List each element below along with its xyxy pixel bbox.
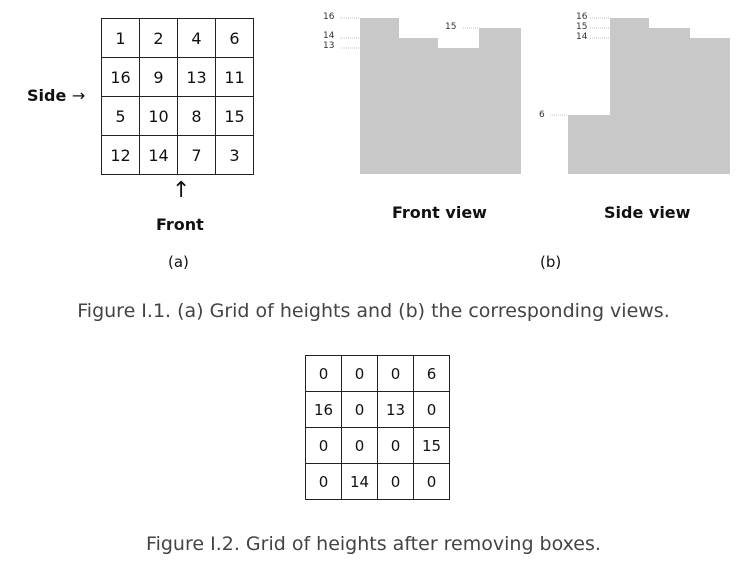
grid-cell: 0	[341, 355, 378, 392]
grid-cell: 13	[177, 57, 216, 97]
side-tick-label: 15	[576, 22, 588, 32]
panel-a-label: (a)	[168, 253, 189, 271]
grid-cell: 0	[305, 427, 342, 464]
grid-cell: 12	[101, 135, 140, 175]
front-view-title: Front view	[392, 203, 487, 222]
grid-cell: 7	[177, 135, 216, 175]
side-view-title: Side view	[604, 203, 691, 222]
grid-cell: 6	[215, 18, 254, 58]
grid-cell: 15	[413, 427, 450, 464]
grid-cell: 2	[139, 18, 178, 58]
grid-cell: 14	[139, 135, 178, 175]
grid-cell: 3	[215, 135, 254, 175]
front-tick-label: 16	[323, 12, 335, 22]
front-tick-label: 15	[445, 22, 457, 32]
grid-cell: 13	[377, 391, 414, 428]
side-tick-label: 14	[576, 32, 588, 42]
figure-2-caption: Figure I.2. Grid of heights after removi…	[146, 533, 601, 555]
figure-1-caption: Figure I.1. (a) Grid of heights and (b) …	[77, 300, 670, 322]
side-label: Side →	[27, 86, 86, 105]
front-label: Front	[156, 215, 204, 234]
front-view-shape	[360, 18, 521, 174]
grid-cell: 0	[305, 355, 342, 392]
front-tick-label: 14	[323, 31, 335, 41]
grid-cell: 0	[413, 391, 450, 428]
grid-cell: 4	[177, 18, 216, 58]
front-view-silhouette	[340, 17, 521, 174]
right-arrow-icon: →	[71, 86, 86, 105]
side-tick-label: 6	[539, 110, 545, 120]
panel-b-label: (b)	[540, 253, 562, 271]
grid-cell: 14	[341, 463, 378, 500]
grid-cell: 5	[101, 96, 140, 136]
grid-cell: 0	[341, 427, 378, 464]
grid-cell: 8	[177, 96, 216, 136]
grid-cell: 0	[377, 463, 414, 500]
grid-cell: 1	[101, 18, 140, 58]
grid-cell: 0	[305, 463, 342, 500]
grid-cell: 16	[101, 57, 140, 97]
front-tick-label: 13	[323, 41, 335, 51]
grid-cell: 11	[215, 57, 254, 97]
grid-cell: 10	[139, 96, 178, 136]
grid-cell: 0	[377, 355, 414, 392]
side-tick-label: 16	[576, 12, 588, 22]
grid-cell: 0	[413, 463, 450, 500]
grid-cell: 16	[305, 391, 342, 428]
side-view-shape	[568, 18, 730, 174]
grid-cell: 9	[139, 57, 178, 97]
grid-cell: 0	[377, 427, 414, 464]
grid-cell: 6	[413, 355, 450, 392]
grid-cell: 15	[215, 96, 254, 136]
grid-cell: 0	[341, 391, 378, 428]
up-arrow-icon: ↑	[172, 178, 191, 203]
side-view-silhouette	[550, 17, 730, 174]
